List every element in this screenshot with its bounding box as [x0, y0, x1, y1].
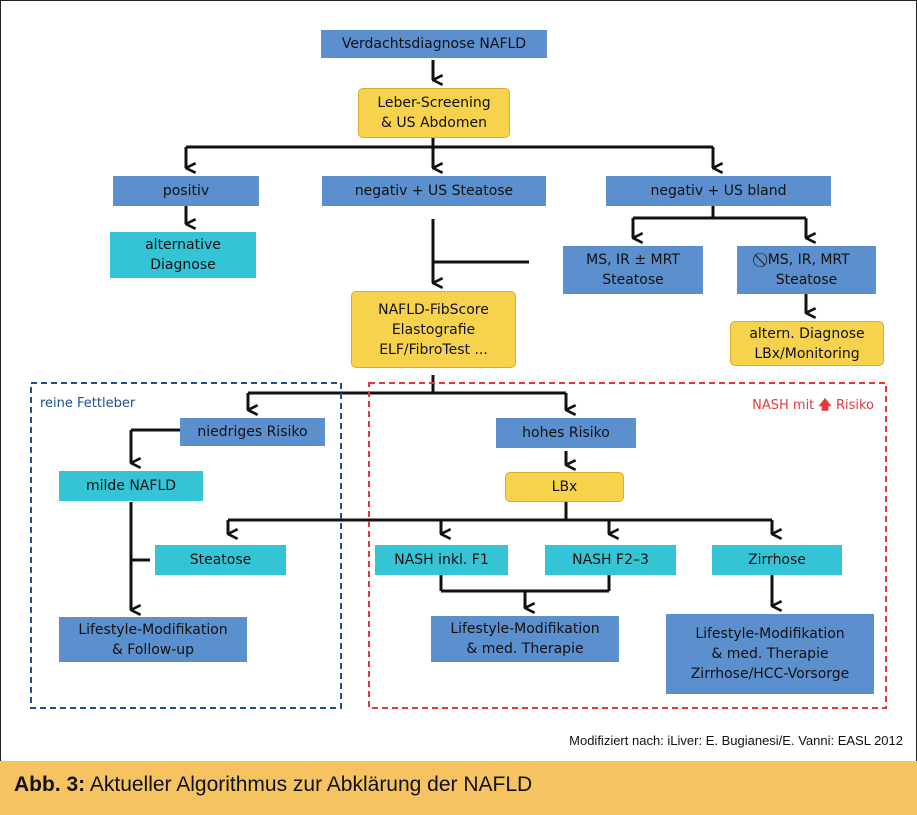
nash-risk-label: NASH mit 🡅 Risiko: [752, 396, 874, 418]
nash-risk-label-prefix: NASH mit: [752, 398, 815, 413]
pure-fatty-liver-label: reine Fettleber: [40, 396, 136, 411]
caption-text: Aktueller Algorithmus zur Abklärung der …: [85, 773, 533, 796]
suspected-nafld-box: Verdachtsdiagnose NAFLD: [321, 30, 547, 58]
lifestyle-cirrhosis-box: Lifestyle-Modifikation & med. Therapie Z…: [666, 614, 874, 694]
cirrhosis-box: Zirrhose: [712, 545, 842, 575]
pure-fatty-liver-region: [30, 382, 342, 709]
nash-f2-3-box: NASH F2–3: [545, 545, 676, 575]
nash-risk-region: [368, 382, 887, 709]
steatosis-box: Steatose: [155, 545, 286, 575]
caption-bar: Abb. 3: Aktueller Algorithmus zur Abklär…: [0, 761, 917, 815]
high-risk-box: hohes Risiko: [496, 418, 636, 448]
low-risk-box: niedriges Risiko: [180, 418, 325, 446]
lifestyle-follow-up-box: Lifestyle-Modifikation & Follow-up: [59, 617, 247, 662]
fibscore-box: NAFLD-FibScore Elastografie ELF/FibroTes…: [351, 291, 516, 368]
liver-screening-box: Leber-Screening & US Abdomen: [358, 88, 510, 138]
alternative-diagnosis-box: alternative Diagnose: [110, 232, 256, 278]
arrow-up-icon: 🡅: [818, 398, 832, 413]
caption-label: Abb. 3:: [14, 773, 86, 796]
negative-steatosis-box: negativ + US Steatose: [322, 176, 546, 206]
nash-f1-box: NASH inkl. F1: [375, 545, 508, 575]
lifestyle-therapy-box: Lifestyle-Modifikation & med. Therapie: [431, 616, 619, 662]
liver-biopsy-box: LBx: [505, 472, 624, 502]
alt-diagnosis-lbx-monitoring-box: altern. Diagnose LBx/Monitoring: [730, 321, 884, 366]
nash-risk-label-suffix: Risiko: [835, 398, 874, 413]
no-ms-ir-mrt-steatosis-box: ⃠ MS, IR, MRT Steatose: [737, 246, 876, 294]
positive-box: positiv: [113, 176, 259, 206]
figure-caption: Abb. 3: Aktueller Algorithmus zur Abklär…: [14, 773, 532, 797]
mild-nafld-box: milde NAFLD: [59, 471, 203, 501]
ms-ir-mrt-steatosis-box: MS, IR ± MRT Steatose: [563, 246, 703, 294]
negative-bland-box: negativ + US bland: [606, 176, 831, 206]
source-credit: Modifiziert nach: iLiver: E. Bugianesi/E…: [569, 733, 903, 748]
